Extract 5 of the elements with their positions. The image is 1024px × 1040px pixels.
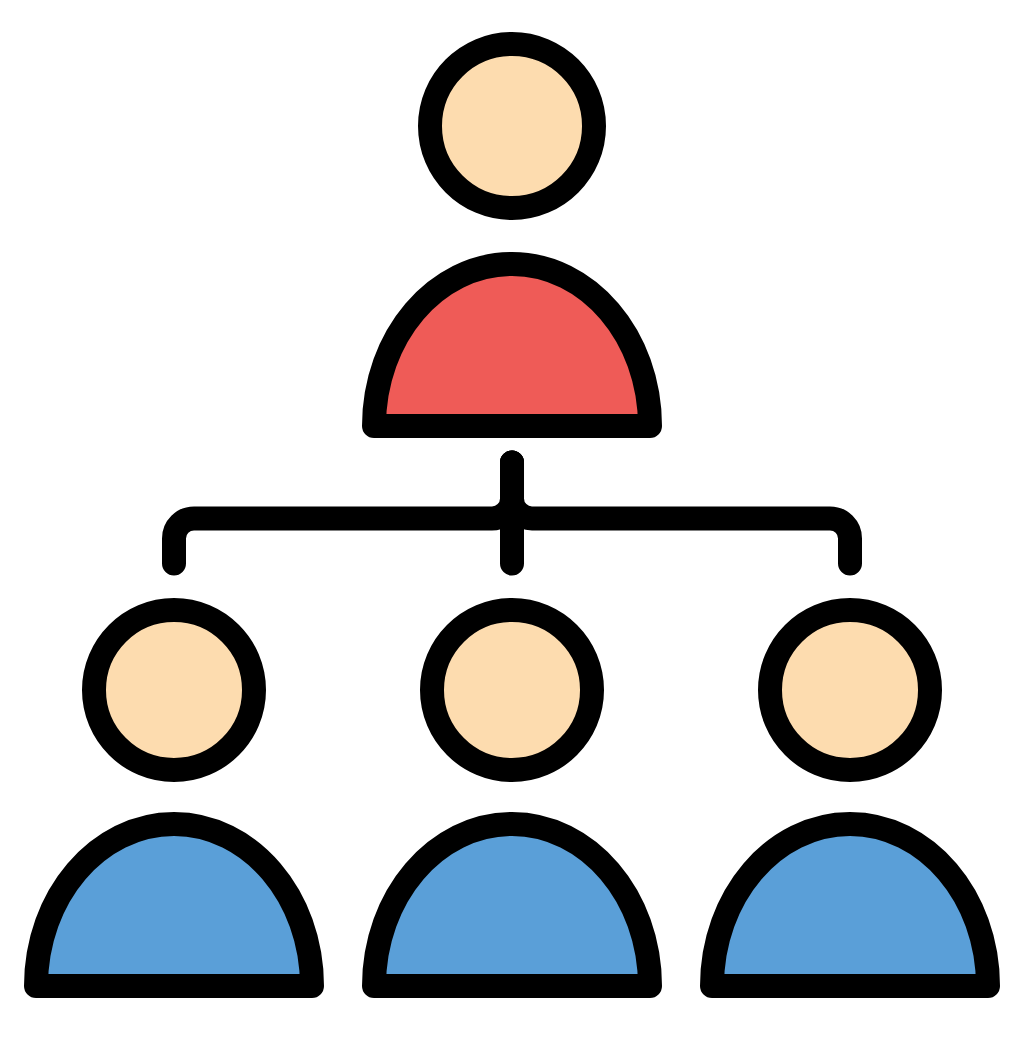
person-icon [700, 598, 1000, 998]
person-icon [362, 32, 662, 438]
person-icon [24, 598, 324, 998]
person-icon [362, 598, 662, 998]
connector-line [500, 450, 862, 576]
